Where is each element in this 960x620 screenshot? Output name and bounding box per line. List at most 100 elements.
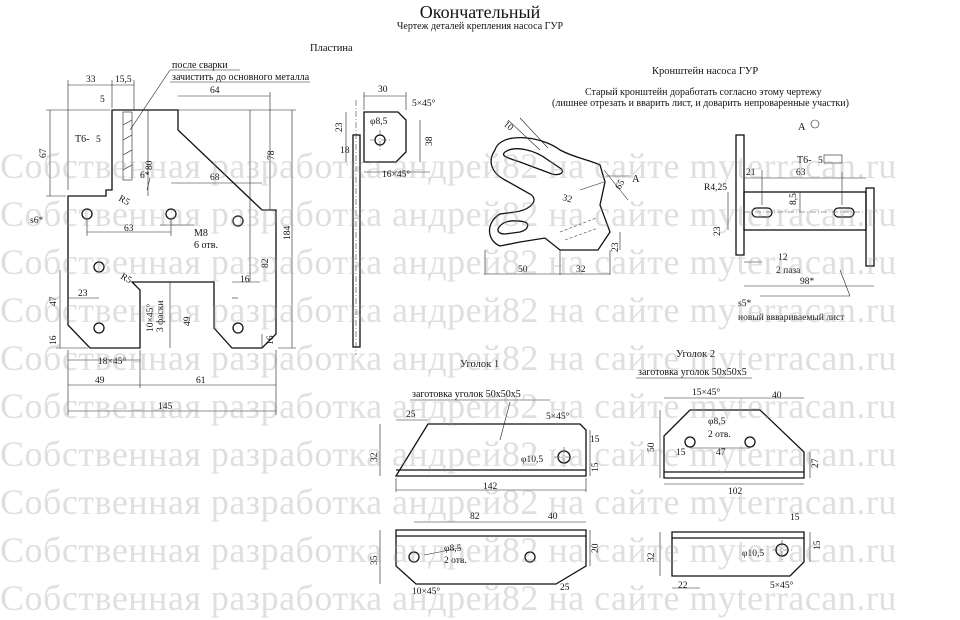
angle1-dim-32: 32 [370, 452, 380, 462]
angle2-dim-15: 15 [676, 448, 686, 458]
dim-8-5: 8,5 [789, 193, 799, 205]
dim-16-left: 16 [49, 335, 59, 345]
angle1-dim-10x45: 10×45° [412, 586, 440, 597]
dim-78: 78 [267, 150, 277, 160]
dim-184: 184 [283, 226, 293, 241]
weld-symbol: Т6- [75, 134, 89, 145]
angle1-dim-40: 40 [548, 512, 558, 522]
dim-23: 23 [78, 289, 88, 299]
dim-33: 33 [86, 75, 96, 85]
dim-49-vertical: 49 [183, 316, 193, 326]
angle1-dim-35: 35 [370, 555, 380, 565]
dim-5x45: 5×45° [412, 98, 436, 109]
angle1-top-view [394, 423, 587, 477]
dim-6-star: 6* [140, 171, 150, 181]
angle2-hole-10-5: φ10,5 [742, 549, 764, 559]
angle2-heading: Уголок 2 [676, 349, 715, 360]
dim-16x45: 16×45° [382, 169, 410, 180]
plate-note-2: зачистить до основного металла [172, 72, 310, 83]
angle2-dim-15x45: 15×45° [692, 387, 720, 398]
angle2-dim-32: 32 [647, 552, 657, 562]
angle1-hole-10-5: φ10,5 [521, 455, 543, 465]
dim-21: 21 [746, 168, 756, 178]
dim-67: 67 [39, 148, 49, 158]
sheet-title: Окончательный [419, 2, 541, 22]
angle2-hole-b [744, 436, 756, 448]
dim-65: 65 [614, 178, 628, 191]
sheet-subtitle: Чертеж деталей крепления насоса ГУР [396, 21, 564, 32]
view-a-marker: А [632, 174, 640, 185]
dim-80: 80 [145, 160, 155, 170]
holes-count-6: 6 отв. [194, 240, 218, 251]
angle2-dim-50: 50 [647, 442, 657, 452]
dim-12: 12 [778, 253, 788, 263]
dim-16-right: 16 [266, 335, 276, 345]
angle1-dim-25: 25 [406, 410, 416, 420]
angle1-front-view [395, 529, 587, 585]
angle2-front-view [671, 531, 805, 577]
dim-30: 30 [378, 85, 388, 95]
dim-32b: 32 [576, 265, 586, 275]
dim-23-bracket: 23 [611, 242, 621, 252]
angle2-hole-a [684, 436, 696, 448]
angle1-dim-5x45: 5×45° [546, 411, 570, 422]
angle1-dim-142: 142 [483, 482, 498, 492]
angle1-heading: Уголок 1 [460, 359, 499, 370]
new-sheet-note: новый вввариваемый лист [738, 312, 845, 323]
dim-98: 98* [800, 277, 815, 287]
dim-18-small: 18 [340, 146, 350, 156]
angle1-hole-8-5: φ8,5 [444, 544, 462, 554]
angle1-hole-b [524, 551, 536, 563]
slot-left [751, 207, 773, 218]
dim-18x45: 18×45° [98, 356, 126, 367]
hole-8-5: φ8,5 [370, 117, 388, 127]
bracket-view-new-sheet [865, 187, 875, 267]
weld-length-view: 5 [818, 156, 823, 166]
angle1-dim-15a: 15 [590, 435, 600, 445]
view-a-circle-icon [810, 119, 820, 129]
plate-outline [67, 109, 277, 349]
thread-m8: М8 [194, 228, 208, 239]
plate-holes [81, 208, 244, 334]
dim-38: 38 [425, 136, 435, 146]
slot-right [833, 207, 855, 218]
dim-64: 64 [210, 86, 220, 96]
angle2-holes-2: 2 отв. [708, 430, 731, 440]
dim-82: 82 [261, 258, 271, 268]
small-part-outline [363, 111, 407, 163]
weld-length: 5 [96, 135, 101, 145]
weld-strip [122, 111, 133, 181]
angle1-blank: заготовка уголок 50х50х5 [412, 389, 521, 400]
dim-50: 50 [518, 265, 528, 275]
dim-47: 47 [49, 296, 59, 306]
dim-10: 10 [501, 120, 515, 134]
angle2-hole-8-5: φ8,5 [708, 417, 726, 427]
angle2-dim-5x45: 5×45° [770, 580, 794, 591]
bracket-outline [488, 136, 611, 251]
angle1-dim-25b: 25 [560, 583, 570, 593]
sheet-thickness-s5: s5* [738, 299, 751, 309]
radius-r5-top: R5 [117, 194, 132, 208]
dim-61: 61 [196, 376, 206, 386]
angle1-hole-a [408, 551, 420, 563]
dim-63-view: 63 [796, 168, 806, 178]
angle1-holes-2: 2 отв. [444, 556, 467, 566]
angle1-dim-15b: 15 [591, 462, 601, 472]
angle1-dim-20: 20 [591, 543, 601, 553]
bracket-view-flange [735, 134, 745, 256]
plate-heading: Пластина [310, 43, 353, 54]
radius-r5-bottom: R5 [119, 272, 134, 286]
dim-5: 5 [100, 95, 105, 105]
angle1-dim-82: 82 [470, 512, 480, 522]
dim-23-view: 23 [713, 226, 723, 236]
dim-49: 49 [95, 376, 105, 386]
slots-count: 2 паза [776, 266, 801, 276]
angle2-dim-15c: 15 [813, 540, 823, 550]
radius-r4-25: R4,25 [704, 183, 727, 193]
dim-23-small: 23 [335, 122, 345, 132]
chamfer-note: 3 фаски [155, 301, 166, 332]
angle2-dim-102: 102 [728, 487, 743, 497]
dim-63: 63 [124, 224, 134, 234]
